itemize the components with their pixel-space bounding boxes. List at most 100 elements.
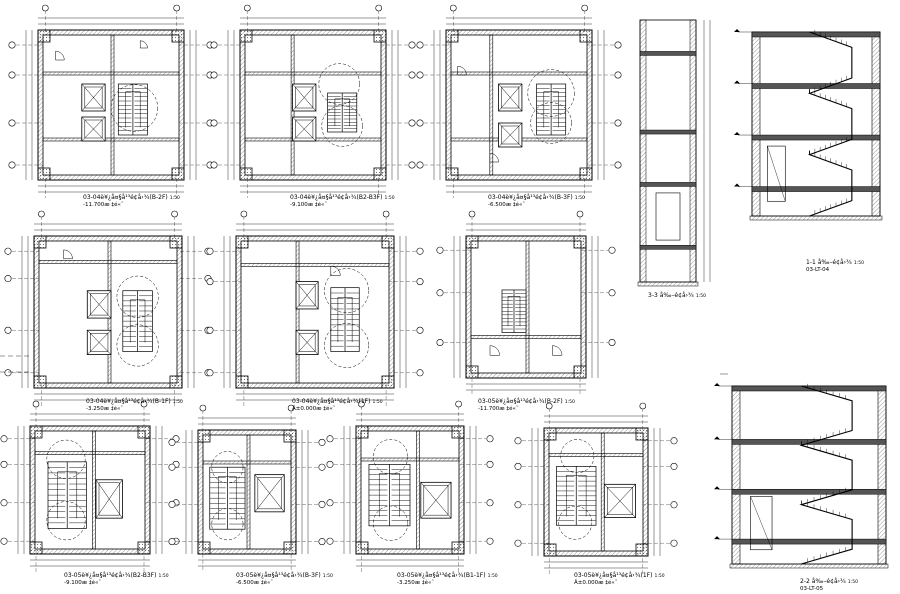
section-ref: 03-LT-05 [800,586,824,592]
axis-bubble [436,289,444,297]
floor-plans [0,4,728,574]
axis-bubble [32,400,40,408]
axis-bubble [436,246,444,254]
plan-scale: 1:50 [487,574,498,579]
axis-bubble [375,4,383,12]
axis-bubble [514,501,522,509]
column [465,235,479,249]
axis-bubble [670,462,678,470]
plan-title: 03-04è¥¿å¤§å¹³é¢å›¾(1F) [292,398,371,405]
swing-circle [116,324,159,367]
floor-slab [639,129,697,135]
floor-slab [639,51,697,56]
plan-elevation: -3.250æ ‡é«˜ [397,580,435,586]
column [451,541,465,555]
section-frame [731,385,887,565]
axis-bubble [326,537,334,545]
axis-bubble [408,41,416,49]
ground [729,563,889,569]
axis-bubble [168,500,176,508]
axis-bubble [614,41,622,49]
level-marker [714,536,720,540]
column [171,29,185,43]
floor-slab [751,134,881,141]
door-swing [63,249,73,260]
axis-bubble [416,41,424,49]
column [137,425,151,439]
section-drawings [637,19,889,569]
axis-bubble [545,402,553,410]
axis-bubble [416,326,424,334]
ground [637,281,699,287]
plan-title: 03-05è¥¿å¤§å¹³é¢å›¾(B2-B3F) [64,572,157,579]
section-title: 1-1 å‰–é¢å›¾ [806,259,852,266]
swing-circle [324,323,369,368]
axis-bubble [210,71,218,79]
floor-plan [514,402,678,574]
plan-title: 03-05è¥¿å¤§å¹³é¢å›¾(B-2F) [478,398,563,405]
axis-bubble [455,400,462,408]
swing-circle [373,505,409,541]
axis-bubble [514,437,522,445]
door [767,145,786,202]
floor-plan [168,404,326,572]
ground [749,215,883,221]
column [197,429,211,443]
plan-elevation: -6.500æ ‡é«˜ [236,580,274,586]
section-view [637,19,711,287]
floor-plan [4,210,212,406]
axis-bubble [608,246,616,254]
column [235,235,249,249]
axis-bubble [436,338,444,346]
plan-elevation: -11.700æ ‡é«˜ [478,406,519,412]
axis-bubble [486,460,494,468]
stair-arrow [378,473,400,517]
column [137,541,151,555]
axis-bubble [206,278,214,286]
axis-bubble [326,435,334,443]
floor-plan [0,400,180,572]
axis-bubble [416,247,424,255]
plan-elevation: -11.700æ ‡é«˜ [83,202,124,208]
swing-circle [318,63,360,105]
column [355,541,369,555]
axis-bubble [168,538,176,546]
axis-bubble [287,404,295,412]
column [169,375,183,389]
column [373,167,387,181]
plan-caption-9: 03-05è¥¿å¤§å¹³é¢å›¾(B1-1F)1:50 -3.250æ ‡… [397,572,498,587]
section-ref: 03-LT-04 [806,267,830,273]
stair-arrow [129,299,146,343]
swing-circle [46,439,86,479]
column [37,167,51,181]
axis-bubble [318,500,326,508]
axis-bubble [468,210,476,218]
door-swing [139,40,148,49]
column [197,541,211,555]
plan-title: 03-05è¥¿å¤§å¹³é¢å›¾(1F) [574,572,653,579]
axis-bubble [8,161,16,169]
axis-bubble [168,463,176,471]
column [235,375,249,389]
swing-circle [560,439,595,474]
plan-caption-3: 03-04è¥¿å¤§å¹³é¢å›¾(B-3F)1:50 -6.500æ ‡é… [488,194,585,209]
axis-bubble [318,438,326,446]
axis-bubble [206,247,214,255]
column [543,427,557,441]
axis-bubble [608,338,616,346]
axis-bubble [173,4,180,12]
level-marker [734,80,740,84]
axis-bubble [8,41,16,49]
plan-caption-10: 03-05è¥¿å¤§å¹³é¢å›¾(1F)1:50 Â±0.000æ ‡é«… [574,572,665,587]
plan-caption-4: 03-04è¥¿å¤§å¹³é¢å›¾(B-1F)1:50 -3.250æ ‡é… [86,398,183,413]
plan-elevation: -9.100æ ‡é«˜ [290,202,328,208]
swing-circle [527,69,575,117]
door [750,496,773,551]
column [381,375,395,389]
section-scale: 1:50 [695,294,706,299]
floor-slab [751,186,881,192]
swing-circle [110,84,158,132]
axis-bubble [416,369,424,377]
section-scale: 1:50 [847,580,858,585]
